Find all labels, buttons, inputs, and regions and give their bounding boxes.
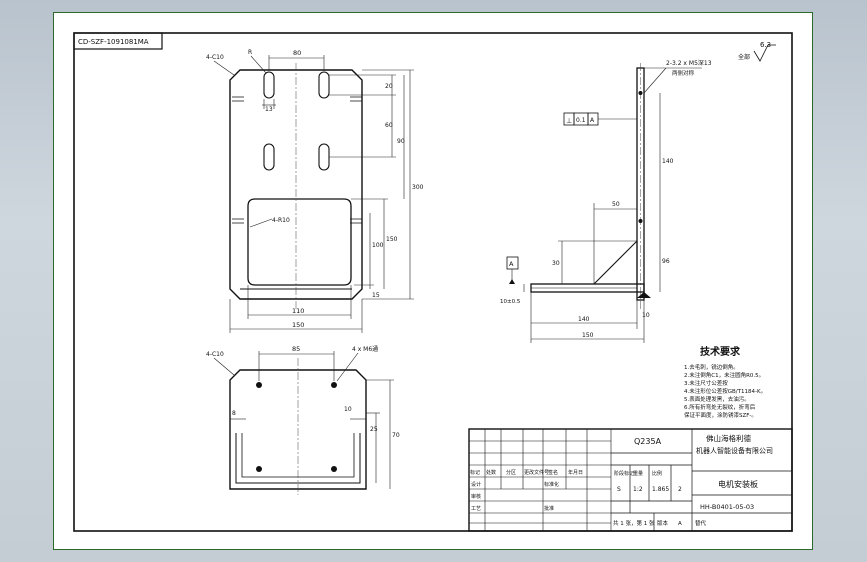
dim-right-100: 100	[372, 242, 384, 249]
tech-req-item: 6.所有折弯处无裂纹，折弯后	[684, 403, 756, 411]
drawing-sheet: CD-SZF-1091081MA 6.3 全部	[53, 12, 813, 550]
dim-top-8: 8	[232, 410, 236, 417]
tb-count-value: 2	[678, 486, 682, 493]
dim-right-300: 300	[412, 184, 424, 191]
dim-right-20: 20	[385, 83, 393, 90]
dim-radius: R	[248, 49, 252, 56]
dim-right-60: 60	[385, 122, 393, 129]
tb-version-label: 版本	[657, 519, 669, 527]
tb-part-name: 电机安装板	[718, 479, 758, 489]
tb-h-label: 处数	[486, 469, 496, 476]
dim-r10: 4-R10	[272, 217, 290, 224]
tb-version-value: A	[678, 521, 682, 527]
tech-req-item: 3.未注尺寸公差按	[684, 379, 728, 387]
roughness-symbol: 6.3 全部	[738, 41, 776, 62]
datum-a: A	[509, 260, 514, 268]
code-box	[73, 32, 163, 50]
flat-symbol: ⊥	[566, 117, 572, 125]
tb-row-design: 设计	[471, 481, 481, 488]
dim-bottom-110: 110	[292, 307, 304, 315]
tb-weight-value: 1.865	[652, 486, 669, 493]
side-view: 2-3.2 x M5深13 两侧对称 ⊥ 0.1 A A	[500, 59, 712, 343]
tech-req-title: 技术要求	[700, 345, 741, 358]
roughness-label: 全部	[738, 53, 750, 61]
tb-scale-label: 比例	[652, 470, 662, 477]
hole-note-sub: 两侧对称	[672, 69, 695, 77]
tb-row-approve: 批准	[544, 505, 554, 512]
dim-top-85: 85	[292, 345, 300, 353]
dim-top-width: 80	[293, 49, 301, 57]
flat-datum: A	[590, 117, 595, 124]
dim-top-10: 10	[344, 406, 352, 413]
tb-row-process: 工艺	[471, 506, 481, 512]
tech-req-item: 保证平面度，涂防锈漆SZF-。	[684, 411, 757, 419]
tb-part-no: HH-B0401-05-03	[700, 503, 754, 511]
tb-row-check: 审核	[471, 493, 481, 500]
drawing-svg: CD-SZF-1091081MA 6.3 全部	[73, 32, 793, 532]
dim-top-holes: 4 x M6通	[352, 345, 378, 353]
dim-side-30: 30	[552, 260, 560, 267]
dim-right-150: 150	[386, 236, 398, 243]
tb-h-label: 年月日	[568, 469, 583, 476]
tb-sheets: 共 1 张，第 1 张	[613, 519, 655, 527]
tb-h-label: 分区	[506, 469, 516, 476]
tb-weight-label: 重量	[633, 470, 643, 477]
tb-scale-value: 1:2	[633, 486, 643, 493]
dim-side-150: 150	[582, 332, 594, 339]
tech-req-item: 2.未注倒角C1，未注圆角R0.5。	[684, 371, 764, 379]
tb-h-label: 标记	[470, 469, 480, 476]
dim-top-70: 70	[392, 432, 400, 439]
dim-side-96: 96	[662, 258, 670, 265]
tech-req-item: 5.表面处理发黑，去油污。	[684, 395, 750, 403]
hole-note: 2-3.2 x M5深13	[666, 59, 712, 67]
dim-slot-width: 13	[265, 106, 273, 113]
tb-stage-value: S	[617, 486, 621, 493]
top-view: 4-C10 85 4 x M6通 8 10 25 70	[206, 345, 400, 495]
tb-h-label: 签名	[548, 469, 558, 476]
dim-right-90: 90	[397, 138, 405, 145]
dim-side-10: 10	[642, 312, 650, 319]
front-view: 80 13 R 4-C10 4-R10 20 60	[206, 49, 424, 333]
tb-stage-label: 阶段标记	[614, 470, 634, 477]
tb-material: Q235A	[634, 437, 662, 446]
tb-replace-label: 替代	[695, 519, 707, 527]
dim-side-50: 50	[612, 201, 620, 208]
inner-frame	[73, 32, 793, 532]
tb-company-1: 佛山海格利德	[706, 433, 751, 443]
flat-value: 0.1	[576, 117, 586, 124]
title-block: 标记 处数 分区 更改文件号 签名 年月日 设计 标准化 审核 工艺 批准 Q2…	[468, 428, 793, 532]
tech-req-item: 1.去毛刺，锐边倒角。	[684, 363, 739, 371]
tb-h-label: 更改文件号	[524, 469, 549, 476]
dim-right-15: 15	[372, 292, 380, 299]
technical-requirements: 技术要求 1.去毛刺，锐边倒角。 2.未注倒角C1，未注圆角R0.5。 3.未注…	[684, 345, 766, 419]
dim-side-140: 140	[662, 158, 674, 165]
dim-chamfer-front: 4-C10	[206, 54, 224, 61]
tb-company-2: 机器人智能设备有限公司	[696, 446, 773, 455]
dim-top-25: 25	[370, 426, 378, 433]
dim-side-140b: 140	[578, 316, 590, 323]
roughness-value: 6.3	[760, 41, 771, 49]
tb-row-std: 标准化	[544, 481, 559, 488]
dim-bottom-150: 150	[292, 321, 304, 329]
dim-side-left: 10±0.5	[500, 299, 521, 305]
code-box-text: CD-SZF-1091081MA	[78, 38, 149, 46]
dim-top-chamfer: 4-C10	[206, 351, 224, 358]
tech-req-item: 4.未注形位公差按GB/T1184-K。	[684, 387, 766, 395]
